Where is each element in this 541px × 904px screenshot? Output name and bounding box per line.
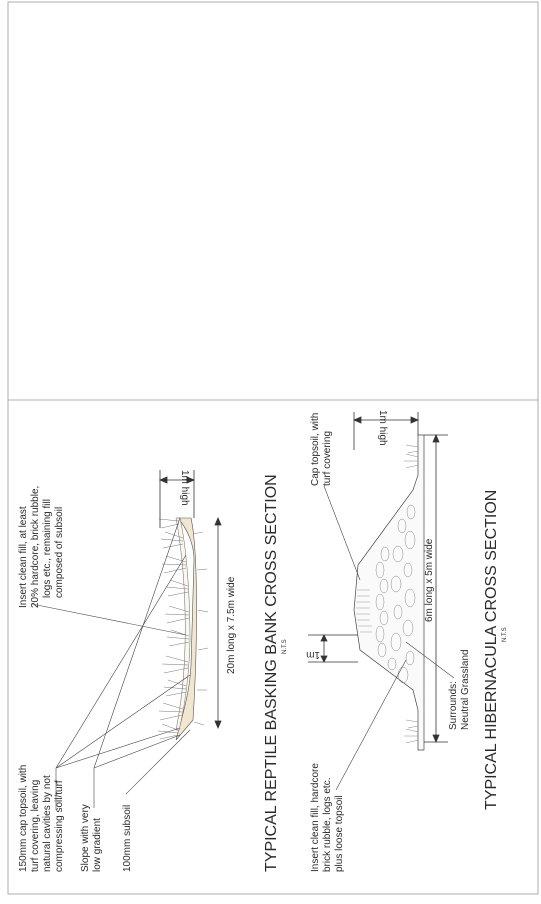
hibernacula-nts: N.T.S bbox=[502, 627, 508, 642]
note-line: brick rubble, logs etc. bbox=[322, 778, 333, 873]
basking-bank-title: TYPICAL REPTILE BASKING BANK CROSS SECTI… bbox=[263, 474, 280, 872]
basking-subsoil-note: 100mm subsoil bbox=[122, 805, 133, 872]
note-line: 20% hardcore, brick rubble, bbox=[30, 486, 41, 608]
basking-height-label: 1m high bbox=[179, 470, 190, 506]
hibernacula-depth-label: 1m bbox=[306, 649, 320, 660]
basking-subsoil-leader bbox=[125, 729, 191, 795]
hibernacula-title: TYPICAL HIBERNACULA CROSS SECTION bbox=[483, 490, 500, 810]
note-line: turf covering bbox=[322, 431, 333, 486]
basking-fill-note: Insert clean fill, at least 20% hardcore… bbox=[18, 483, 65, 608]
hibernacula-cap-hatch bbox=[356, 589, 372, 633]
note-line: logs etc., remaining fill bbox=[42, 499, 53, 598]
note-line: 150mm cap topsoil, with bbox=[18, 765, 29, 872]
basking-cap-leaders bbox=[55, 554, 191, 810]
hibernacula-fill-note: Insert clean fill, hardcore brick rubble… bbox=[310, 760, 345, 872]
hibernacula-height-dimension bbox=[352, 412, 420, 450]
hibernacula-surrounds-note: Surrounds: Neutral Grassland bbox=[448, 649, 471, 730]
hibernacula-cap-leader bbox=[323, 485, 361, 581]
sheet-border bbox=[7, 1, 539, 895]
hibernacula-grass bbox=[404, 444, 419, 744]
basking-length-dimension bbox=[214, 516, 222, 730]
note-line: Cap topsoil, with bbox=[310, 413, 321, 486]
hibernacula-rubble bbox=[375, 504, 416, 684]
hibernacula-size-label: 6m long x 5m wide bbox=[424, 538, 435, 622]
basking-bank-grass bbox=[157, 518, 209, 740]
rotated-drawing: 150mm cap topsoil, with turf covering, l… bbox=[18, 410, 508, 872]
note-line: composed of subsoil bbox=[54, 507, 65, 598]
basking-fill-leader bbox=[31, 603, 187, 636]
hibernacula-fill-leader bbox=[335, 659, 407, 791]
hibernacula-length-dimension bbox=[424, 433, 448, 744]
hibernacula-depth-dimension bbox=[308, 634, 358, 663]
note-line: natural cavities by not bbox=[42, 775, 53, 872]
basking-slope-leaders bbox=[93, 517, 181, 808]
note-line: Insert clean fill, at least bbox=[18, 506, 29, 608]
note-line: Surrounds: bbox=[448, 681, 459, 730]
hibernacula-height-label: 1m high bbox=[377, 410, 388, 446]
basking-height-dimension bbox=[158, 470, 196, 528]
hibernacula-mound bbox=[353, 434, 425, 751]
hibernacula-section: Insert clean fill, hardcore brick rubble… bbox=[306, 410, 508, 872]
note-line: turf covering, leaving bbox=[30, 780, 41, 872]
note-line: Insert clean fill, hardcore bbox=[310, 763, 321, 872]
basking-slope-note: Slope with very low gradient bbox=[80, 801, 103, 872]
note-line: compressing soil/turf bbox=[54, 780, 65, 872]
note-line: Slope with very bbox=[80, 804, 91, 872]
hibernacula-cap-note: Cap topsoil, with turf covering bbox=[310, 410, 333, 486]
basking-bank-nts: N.T.S bbox=[282, 639, 288, 654]
basking-size-label: 20m long x 7.5m wide bbox=[226, 576, 237, 674]
note-line: Neutral Grassland bbox=[460, 649, 471, 730]
basking-bank-section: 150mm cap topsoil, with turf covering, l… bbox=[18, 470, 288, 872]
basking-cap-topsoil-note: 150mm cap topsoil, with turf covering, l… bbox=[18, 762, 65, 872]
note-line: low gradient bbox=[92, 818, 103, 872]
hibernacula-surrounds-leader bbox=[405, 641, 455, 679]
note-line: plus loose topsoil bbox=[334, 795, 345, 872]
